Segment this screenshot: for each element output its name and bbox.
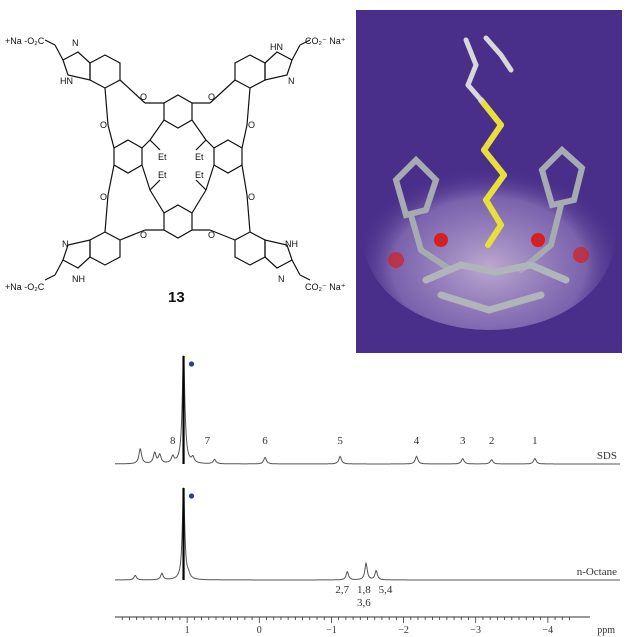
compound-number: 13 bbox=[168, 289, 185, 306]
axis-tick-label: 1 bbox=[185, 625, 190, 636]
atom-et-2: Et bbox=[195, 152, 204, 162]
atom-nh-br: NH bbox=[285, 239, 298, 249]
peak-label: 5,4 bbox=[379, 584, 393, 596]
atom-o-6: O bbox=[248, 192, 255, 202]
benz-br bbox=[234, 231, 266, 266]
ppm-axis: 1 0 −1 −2 −3 −4 ppm bbox=[115, 616, 615, 636]
substituent-bottom-right: CO₂⁻ Na⁺ bbox=[305, 282, 346, 292]
spectrum-0: SDS 8 7 6 5 4 3 2 1 bbox=[115, 355, 620, 465]
series-name-1: n-Octane bbox=[577, 566, 617, 578]
peak-label: 5 bbox=[337, 435, 343, 447]
axis-tick-label: −4 bbox=[543, 625, 554, 636]
nmr-spectra: SDS 8 7 6 5 4 3 2 1 n-Octane 2,7 1,8 5,4 3,6 1 0 −1 −2 −3… bbox=[115, 355, 620, 636]
cavitand-wall-left bbox=[392, 155, 454, 273]
imid-br bbox=[264, 239, 293, 269]
atom-et-4: Et bbox=[195, 170, 204, 180]
atom-n-bl: N bbox=[62, 239, 69, 249]
peak-label: 1 bbox=[532, 435, 538, 447]
guest-chain bbox=[478, 97, 507, 248]
marker-dot-0 bbox=[188, 361, 195, 367]
atom-o-5: O bbox=[100, 192, 107, 202]
molecular-model-image bbox=[356, 10, 622, 353]
atom-o-3: O bbox=[100, 120, 107, 130]
peak-label: 4 bbox=[414, 435, 420, 447]
oxygen-atoms bbox=[388, 233, 589, 268]
ring-left-center bbox=[113, 139, 143, 174]
atom-n-br: N bbox=[278, 274, 285, 284]
axis-tick-label: −1 bbox=[326, 625, 337, 636]
marker-dot-1 bbox=[188, 493, 195, 499]
atom-o-2: O bbox=[208, 92, 215, 102]
axis-tick-label: −3 bbox=[470, 625, 481, 636]
substituent-bottom-left: +Na -O₂C bbox=[5, 282, 45, 292]
peak-label: 1,8 bbox=[357, 584, 371, 596]
atom-nh-bl: NH bbox=[72, 274, 85, 284]
benz-tl bbox=[89, 54, 121, 89]
peak-label: 7 bbox=[205, 435, 211, 447]
atom-o-7: O bbox=[140, 230, 147, 240]
ring-bottom-center bbox=[163, 204, 193, 239]
imid-bl bbox=[62, 239, 91, 269]
ring-top-center bbox=[163, 94, 193, 129]
atom-hn-tl: HN bbox=[60, 76, 73, 86]
axis-tick-label: 0 bbox=[257, 625, 262, 636]
benz-bl bbox=[89, 231, 121, 266]
atom-et-3: Et bbox=[158, 170, 167, 180]
cavitand-structure: +Na -O₂C CO₂⁻ Na⁺ +Na -O₂C CO₂⁻ Na⁺ N HN… bbox=[5, 36, 346, 306]
peak-label: 3 bbox=[460, 435, 466, 447]
atom-n-tr: N bbox=[288, 76, 295, 86]
spectrum-1: n-Octane 2,7 1,8 5,4 3,6 bbox=[115, 487, 620, 609]
spectrum-line-0 bbox=[115, 355, 620, 465]
atom-n-tl: N bbox=[72, 38, 79, 48]
imid-tr bbox=[264, 51, 293, 81]
atom-o-1: O bbox=[140, 92, 147, 102]
cavitand-base bbox=[422, 261, 570, 314]
peak-label: 2,7 bbox=[335, 584, 349, 596]
axis-unit-label: ppm bbox=[597, 625, 615, 636]
peak-sublabel: 3,6 bbox=[357, 597, 371, 609]
guest-tail bbox=[463, 35, 514, 103]
substituent-top-left: +Na -O₂C bbox=[5, 36, 45, 46]
atom-o-4: O bbox=[248, 120, 255, 130]
peak-label: 6 bbox=[262, 435, 268, 447]
spectrum-line-1 bbox=[115, 487, 620, 581]
atom-et-1: Et bbox=[158, 152, 167, 162]
axis-tick-label: −2 bbox=[398, 625, 409, 636]
imid-tl bbox=[62, 51, 91, 81]
benz-tr bbox=[234, 54, 266, 89]
atom-hn-tr: HN bbox=[270, 42, 283, 52]
atom-o-8: O bbox=[208, 230, 215, 240]
peak-label: 8 bbox=[170, 435, 176, 447]
series-name-0: SDS bbox=[597, 450, 617, 462]
ring-right-center bbox=[213, 139, 243, 174]
peak-label: 2 bbox=[489, 435, 495, 447]
substituent-top-right: CO₂⁻ Na⁺ bbox=[305, 36, 346, 46]
